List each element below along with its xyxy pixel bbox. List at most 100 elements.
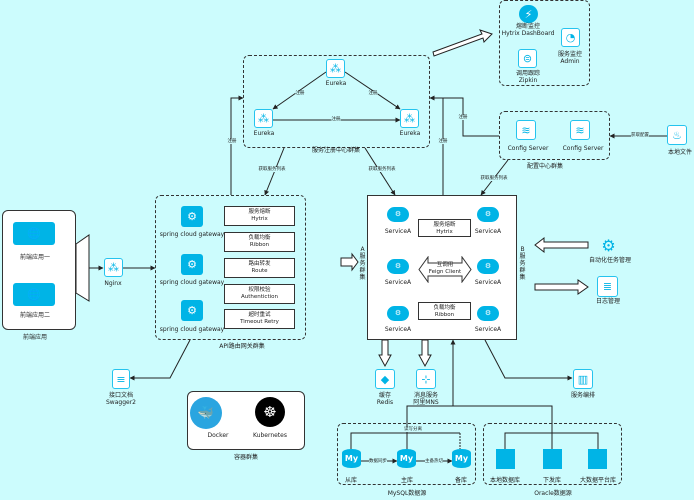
log-label: 日志管理 [595,298,621,305]
label-en: 阿里MNS [413,399,439,406]
group-a-label: A服务群集 [359,246,366,281]
feature-en: Timeout Retry [240,319,279,325]
local-file-icon: ♨ [667,125,687,145]
monitor-group-box [499,0,590,86]
fetch-list-label: 获取服务列表 [480,176,508,181]
register-label: 注册 [227,139,237,144]
gear-icon: ⚙ [181,254,203,275]
gateway-node-label: spring cloud gateway [159,231,225,238]
feature-cn: 超时重试 [248,312,271,318]
mns-label: 消息服务阿里MNS [413,392,438,406]
register-label: 注册 [458,115,468,120]
automation-gear-icon: ⚙ [601,236,616,255]
register-label: 注册 [438,139,448,144]
admin-monitor-icon: ◔ [561,28,580,47]
docker-whale-icon: 🐳 [190,397,222,429]
zipkin-search-icon: ⊜ [518,49,537,68]
gear-icon: ⚙ [181,206,203,227]
hot-switch-label: 主备热切 [425,459,443,464]
k8s-label: Kubernetes [253,432,287,439]
document-icon: ≡ [112,369,130,389]
eureka-label: Eureka [399,130,421,137]
group-b-label: B服务群集 [519,246,526,281]
label-cn: 互调用 [436,262,454,268]
frontend-app2-label: 前端应用二 [19,312,51,319]
eureka-icon: ⁂ [254,109,273,128]
oracle-group-box [483,423,622,485]
gateway-node-label: spring cloud gateway [159,279,225,286]
label-cn: 调用跟踪 [515,70,541,77]
service-cloud-icon: ⚙ [477,259,499,274]
register-label: 注册 [331,117,341,122]
label-en: Swagger2 [106,399,136,406]
gateway-node-label: spring cloud gateway [159,326,225,333]
label-cn: 服务熔断 [433,222,456,228]
config-group-box [499,111,610,160]
oracle-local-db-icon [496,449,515,469]
globe-icon: 🌐 [13,222,55,245]
eureka-label: Eureka [325,80,347,87]
feign-double-arrow [418,256,472,283]
eureka-icon: ⁂ [400,109,419,128]
mysql-group-box [337,423,476,485]
service-cloud-icon: ⚙ [387,259,409,274]
register-label: 注册 [295,91,305,96]
registry-group-box [243,55,430,148]
feature-cn: 路由转发 [248,261,271,267]
backup-label: 备库 [454,477,468,484]
sync-label: 数据同步 [369,459,387,464]
label-cn: 接口文档 [108,392,133,399]
nginx-icon: ⁂ [104,258,123,277]
hystrix-dashboard-icon: ⚡ [519,5,538,23]
registry-group-label: 服务注册中心群集 [311,147,361,154]
feature-en: Hytrix [251,216,268,222]
service-cloud-icon: ⚙ [387,207,409,222]
service-cloud-icon: ⚙ [387,306,409,321]
nginx-label: Nginx [104,280,122,287]
docker-label: Docker [207,432,229,439]
gateway-group-label: API路由网关群集 [219,343,265,350]
label-cn: 负载均衡 [433,305,456,311]
feature-en: Ribbon [249,242,270,248]
service-cloud-icon: ⚙ [477,306,499,321]
mysql-group-label: MySQL数据源 [387,490,427,497]
oracle-group-label: Oracle数据源 [534,490,572,497]
feature-cn: 服务熔断 [248,209,271,215]
redis-icon: ◆ [375,369,395,389]
label-en: Hytrix DashBoard [501,30,555,37]
frontend-funnel [75,234,90,302]
rw-split-label: 读写分离 [404,427,422,432]
config-group-label: 配置中心群集 [526,163,564,170]
mysql-master-icon: My [397,449,416,468]
dist-db-label: 下发库 [542,477,562,484]
service-label: ServiceA [474,326,502,333]
mysql-backup-icon: My [452,449,471,468]
label-en: Redis [376,399,394,406]
label-en: Feign Client [428,269,462,275]
bigdata-db-label: 大数据平台库 [579,477,617,484]
feature-cn: 权限校验 [248,287,271,293]
feature-en: Authentiction [240,294,278,300]
auto-task-label: 自动化任务管理 [588,257,632,264]
service-label: ServiceA [384,279,412,286]
globe-icon: 🌐 [13,283,55,306]
mysql-slave-icon: My [342,449,361,468]
mns-icon: ⊹ [416,369,436,389]
label-en: Ribbon [434,312,455,318]
config-server-icon: ≋ [516,120,536,140]
slave-label: 从库 [344,477,358,484]
orchestration-label: 服务编排 [570,392,596,399]
fetch-config-label: 获取配置 [631,133,649,138]
container-group-label: 容器群集 [233,454,259,461]
feature-cn: 负载均衡 [248,235,271,241]
